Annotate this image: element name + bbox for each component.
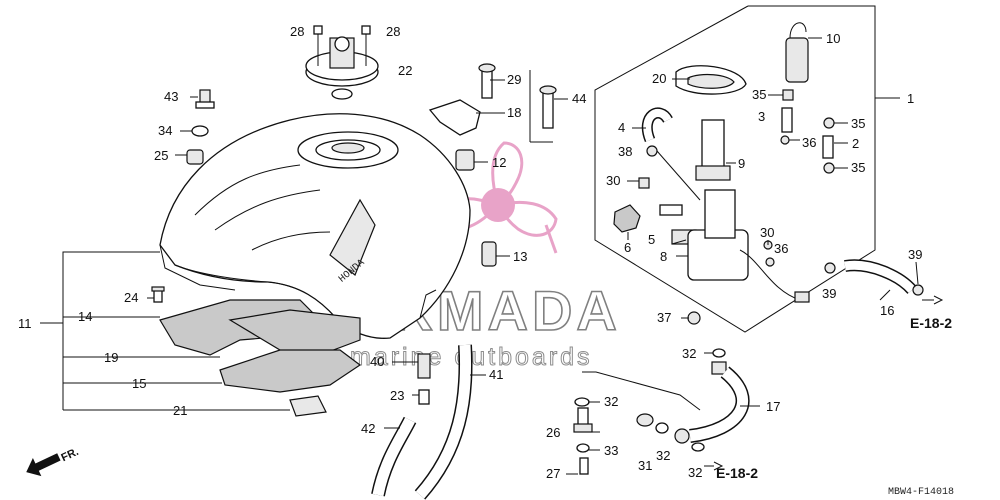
- propeller-logo-icon: [441, 141, 558, 254]
- left-small-parts: [151, 89, 215, 303]
- callout-label: 8: [660, 249, 667, 264]
- front-direction-arrow-icon: FR.: [26, 446, 81, 477]
- center-small-parts: [428, 63, 557, 267]
- callout-label: 5: [648, 232, 655, 247]
- callout-label: 25: [154, 148, 168, 163]
- callout-label: 36: [774, 241, 788, 256]
- callout-label: 38: [618, 144, 632, 159]
- reference-label: E-18-2: [910, 315, 952, 331]
- callout-label: 32: [656, 448, 670, 463]
- callout-label: 18: [507, 105, 521, 120]
- callout-label: 32: [688, 465, 702, 480]
- callout-label: 36: [802, 135, 816, 150]
- callout-label: 14: [78, 309, 92, 324]
- callout-label: 32: [682, 346, 696, 361]
- callout-label: 22: [398, 63, 412, 78]
- callout-label: 28: [386, 24, 400, 39]
- fuel-cap-assembly: [305, 25, 379, 100]
- fuel-tank: HONDA: [159, 113, 471, 339]
- callout-label: 17: [766, 399, 780, 414]
- callout-label: 42: [361, 421, 375, 436]
- tank-hoses: [371, 344, 473, 500]
- callout-label: 3: [758, 109, 765, 124]
- callout-label: 24: [124, 290, 138, 305]
- callout-label: 39: [822, 286, 836, 301]
- callout-label: 12: [492, 155, 506, 170]
- callout-label: 30: [760, 225, 774, 240]
- callout-label: 4: [618, 120, 625, 135]
- vent-hose: [824, 259, 924, 296]
- callout-label: 44: [572, 91, 586, 106]
- callout-label: 29: [507, 72, 521, 87]
- callout-label: 20: [652, 71, 666, 86]
- callout-bracket-11: [40, 251, 290, 411]
- callout-label: 1: [907, 91, 914, 106]
- callout-label: 41: [489, 367, 503, 382]
- tank-mats: [159, 299, 362, 417]
- reference-label: E-18-2: [716, 465, 758, 481]
- diagram-code: MBW4-F14018: [888, 487, 954, 498]
- callout-label: 16: [880, 303, 894, 318]
- fuel-pump-parts: [613, 22, 835, 303]
- callout-label: 11: [18, 316, 32, 331]
- callout-label: 31: [638, 458, 652, 473]
- lower-parts: [573, 311, 750, 475]
- callout-label: 35: [851, 160, 865, 175]
- callout-label: 34: [158, 123, 172, 138]
- callout-label: 9: [738, 156, 745, 171]
- callout-label: 43: [164, 89, 178, 104]
- callout-label: 23: [390, 388, 404, 403]
- callout-label: 30: [606, 173, 620, 188]
- callout-label: 2: [852, 136, 859, 151]
- callout-label: 15: [132, 376, 146, 391]
- callout-label: 35: [752, 87, 766, 102]
- callout-label: 6: [624, 240, 631, 255]
- callout-bracket-1: [594, 5, 900, 333]
- callout-label: 33: [604, 443, 618, 458]
- callout-label: 28: [290, 24, 304, 39]
- direction-label: FR.: [59, 446, 80, 464]
- reference-labels: E-18-2 E-18-2: [704, 295, 952, 481]
- callout-label: 27: [546, 466, 560, 481]
- leader-lines: [147, 37, 919, 475]
- callout-labels: 28 28 22 43 34 25 29 18 44 12 13 24 14 1…: [18, 24, 922, 481]
- callout-label: 32: [604, 394, 618, 409]
- callout-label: 13: [513, 249, 527, 264]
- callout-label: 21: [173, 403, 187, 418]
- callout-label: 40: [370, 354, 384, 369]
- callout-label: 35: [851, 116, 865, 131]
- callout-label: 19: [104, 350, 118, 365]
- callout-label: 37: [657, 310, 671, 325]
- callout-label: 10: [826, 31, 840, 46]
- callout-label: 26: [546, 425, 560, 440]
- callout-label: 39: [908, 247, 922, 262]
